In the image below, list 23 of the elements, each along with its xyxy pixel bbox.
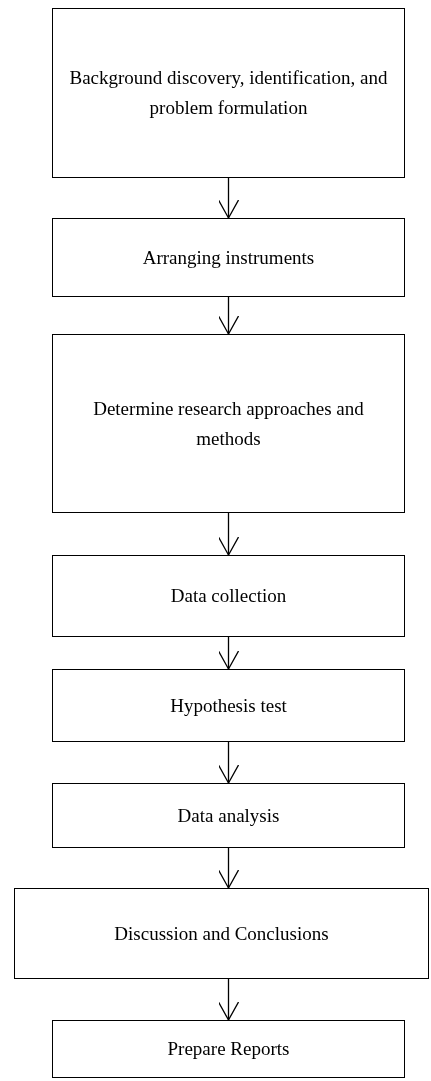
arrow xyxy=(217,512,240,556)
process-box xyxy=(52,1020,405,1078)
step-label: Prepare Reports xyxy=(166,1037,291,1061)
process-box xyxy=(52,555,405,637)
process-box xyxy=(52,334,405,513)
arrow xyxy=(217,978,240,1021)
step-label: Data collection xyxy=(169,584,288,608)
step-label: Arranging instruments xyxy=(141,245,316,270)
process-box xyxy=(52,783,405,848)
process-box xyxy=(52,669,405,742)
step-label: Discussion and Conclusions xyxy=(113,921,330,946)
step-label: Data analysis xyxy=(176,803,281,828)
process-box xyxy=(52,8,405,178)
process-box xyxy=(52,218,405,297)
arrow xyxy=(217,847,240,889)
step-label: Determine research approaches and methods xyxy=(92,396,365,451)
step-label: Background discovery, identification, and problem formulation xyxy=(68,66,389,120)
arrow xyxy=(217,177,240,219)
arrow xyxy=(217,296,240,335)
process-box xyxy=(14,888,429,979)
arrow xyxy=(217,636,240,670)
arrow xyxy=(217,741,240,784)
step-label: Hypothesis test xyxy=(169,693,288,718)
